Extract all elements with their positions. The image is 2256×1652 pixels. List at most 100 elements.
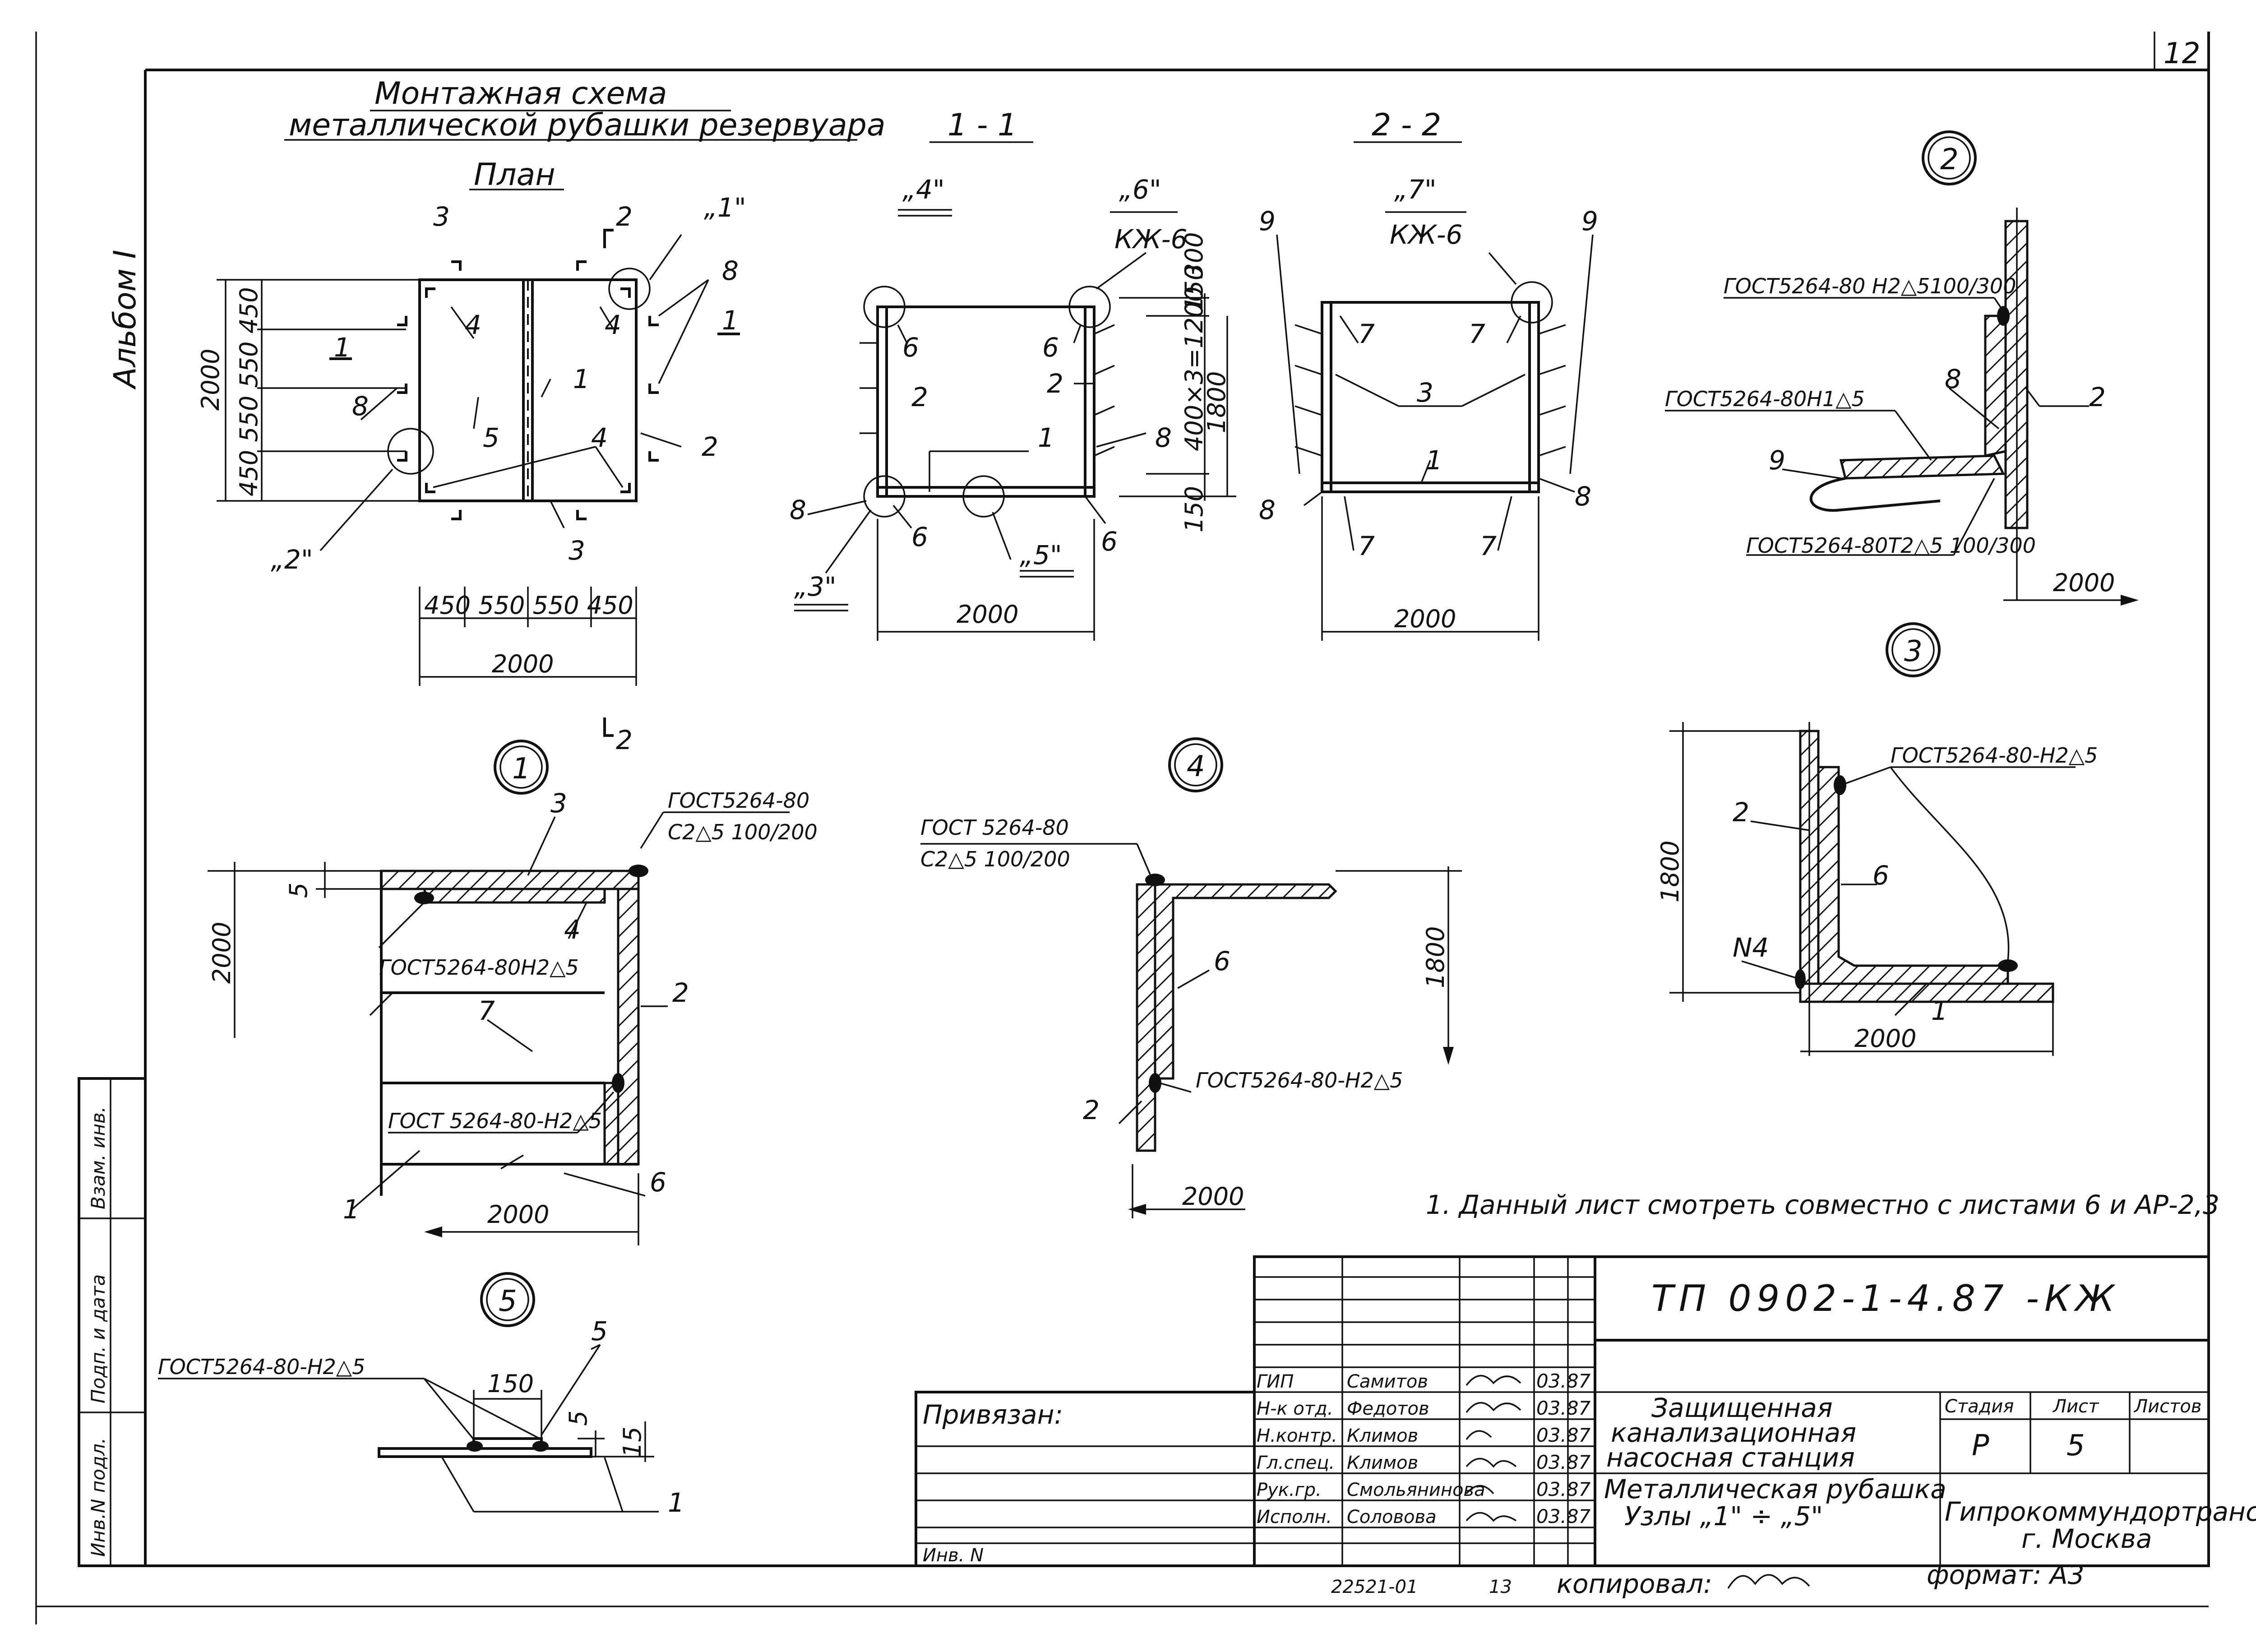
tb-name-2: Климов — [1347, 1425, 1418, 1446]
sidebar-replace-inv: Взам. инв. — [87, 1106, 109, 1209]
plan-mark-3-bot: 3 — [569, 535, 585, 566]
tb-name-4: Смольянинова — [1347, 1480, 1485, 1500]
s22-dim-2000: 2000 — [1394, 605, 1456, 633]
plan-title-line2: металлической рубашки резервуара — [289, 107, 886, 143]
node-4-dim-1800: 1800 — [1421, 926, 1450, 988]
tb-project-3: насосная станция — [1606, 1442, 1855, 1473]
s11-mark-6-c: 6 — [911, 522, 928, 552]
node-2-gost-top: ГОСТ5264-80 Н2△5100/300 — [1724, 274, 2016, 298]
plan-mark-4-c: 4 — [591, 422, 608, 453]
plan-cut-2-top: 2 — [616, 201, 633, 232]
node-5-dim-15: 15 — [618, 1426, 647, 1458]
s11-mark-2-b: 2 — [1047, 368, 1063, 399]
tb-code: ТП 0902-1-4.87 -КЖ — [1651, 1277, 2120, 1319]
node-4-gost-top-1: ГОСТ 5264-80 — [920, 815, 1069, 840]
tb-inv-n: Инв. N — [923, 1545, 984, 1566]
tb-date-5: 03.87 — [1536, 1505, 1591, 1527]
tb-org-1: Гипрокоммундортранс — [1945, 1496, 2256, 1527]
node-1: 1 ГОСТ5264-80 С2△5 100/200 ГОСТ52 — [208, 740, 818, 1245]
node-2-number: 2 — [1940, 143, 1959, 176]
plan-dim-side-horiz: 450 550 550 450 — [424, 591, 633, 620]
node-2-mark-2: 2 — [2089, 382, 2106, 412]
node-2-gost-mid: ГОСТ5264-80Н1△5 — [1665, 387, 1865, 411]
plan-label: План — [474, 157, 555, 193]
plan-cut-1-left: 1 — [334, 332, 351, 363]
tb-date-1: 03.87 — [1536, 1397, 1591, 1419]
plan-mark-4-b: 4 — [605, 310, 621, 340]
node-4-gost-top-2: С2△5 100/200 — [920, 847, 1070, 871]
tb-project-1: Защищенная — [1651, 1393, 1833, 1423]
s11-dim-150-top: 150 — [1180, 265, 1208, 311]
tb-name-5: Соловова — [1347, 1507, 1437, 1527]
s22-mark-7-c: 7 — [1358, 531, 1375, 561]
s11-node-4-ref: „4" — [902, 174, 945, 205]
node-1-mark-3: 3 — [550, 788, 567, 819]
s11-mark-1: 1 — [1038, 422, 1054, 453]
s11-mark-6-d: 6 — [1101, 526, 1118, 557]
tb-role-5: Исполн. — [1257, 1507, 1332, 1527]
node-5-gost: ГОСТ5264-80-Н2△5 — [158, 1355, 365, 1379]
s11-mark-6-b: 6 — [1042, 332, 1059, 363]
plan-node-2-ref: „2" — [271, 544, 313, 575]
node-1-dim-5: 5 — [284, 883, 313, 898]
node-5-dim-5: 5 — [564, 1411, 592, 1426]
node-3: 3 ГОСТ5264-80-Н2△5 2 6 1 N4 1800 2000 — [1656, 622, 2098, 1056]
node-1-gost-top-1: ГОСТ5264-80 — [668, 788, 809, 813]
approval-sidebar: Взам. инв. Подп. и дата Инв.N подл. — [78, 1077, 147, 1567]
plan-mark-8-left: 8 — [352, 391, 369, 421]
s11-mark-6-a: 6 — [902, 332, 919, 363]
sidebar-sign-date: Подп. и дата — [87, 1274, 109, 1403]
s22-mark-3: 3 — [1417, 377, 1433, 408]
node-5-mark-5: 5 — [591, 1316, 608, 1347]
node-2-dim-2000: 2000 — [2053, 569, 2115, 597]
general-note: 1. Данный лист смотреть совместно с лист… — [1426, 1189, 2219, 1220]
s22-mark-8-l: 8 — [1259, 495, 1276, 525]
section-2-2: 2 - 2 2000 — [1259, 107, 1598, 641]
plan-dim-2000-vert: 2000 — [196, 349, 225, 411]
node-1-gost-top-2: С2△5 100/200 — [668, 820, 818, 844]
s11-mark-2-a: 2 — [911, 382, 928, 412]
node-5-dim-150: 150 — [487, 1370, 534, 1398]
section-11-title: 1 - 1 — [948, 107, 1017, 143]
title-block: Привязан: Инв. N ТП 0902-1-4.87 -КЖ ГИП … — [915, 1255, 2256, 1567]
node-1-number: 1 — [512, 752, 531, 786]
s11-kzh6: КЖ-6 — [1114, 224, 1187, 255]
plan-view: Монтажная схема металлической рубашки ре… — [196, 76, 886, 755]
s11-dim-side: 400×3=1200 300 — [1180, 232, 1208, 451]
tb-date-4: 03.87 — [1536, 1478, 1591, 1500]
album-label: Альбом I — [107, 250, 143, 390]
tb-date-3: 03.87 — [1536, 1451, 1591, 1473]
s22-mark-8-r: 8 — [1575, 481, 1591, 512]
tb-role-0: ГИП — [1257, 1371, 1294, 1392]
tb-role-4: Рук.гр. — [1257, 1480, 1322, 1500]
node-1-gost-low: ГОСТ 5264-80-Н2△5 — [388, 1109, 602, 1133]
s22-node-7-ref: „7" — [1394, 174, 1437, 205]
s22-mark-7-b: 7 — [1469, 319, 1485, 349]
plan-mark-3-top: 3 — [433, 201, 450, 232]
s22-mark-1: 1 — [1426, 445, 1442, 476]
s11-mark-8-l: 8 — [790, 495, 806, 525]
tb-stage: Р — [1972, 1429, 1989, 1462]
s11-dim-2000: 2000 — [957, 600, 1018, 629]
bottom-num: 22521-01 — [1331, 1577, 1418, 1597]
s11-node-3-ref: „3" — [794, 571, 837, 602]
node-1-mark-7: 7 — [478, 995, 495, 1026]
node-1-mark-2: 2 — [672, 977, 689, 1008]
s11-node-6-ref: „6" — [1119, 174, 1161, 205]
tb-signatures — [1465, 1375, 1521, 1522]
bottom-copied: копировал: — [1557, 1569, 1712, 1599]
node-3-dim-1800: 1800 — [1656, 841, 1684, 902]
s22-mark-7-d: 7 — [1480, 531, 1497, 561]
node-4-mark-6: 6 — [1214, 946, 1230, 976]
section-22-title: 2 - 2 — [1372, 107, 1441, 143]
tb-privyazan: Привязан: — [923, 1399, 1063, 1430]
plan-dim-2000-horiz: 2000 — [492, 650, 554, 678]
node-4-dim-2000: 2000 — [1182, 1182, 1244, 1211]
tb-stage-h: Стадия — [1945, 1396, 2014, 1417]
s11-dim-1800: 1800 — [1202, 371, 1231, 433]
node-2: 2 ГОСТ5264-80 Н2△5100/300 ГОСТ5264-80Н1△… — [1665, 130, 2139, 606]
plan-mark-2: 2 — [702, 431, 718, 462]
s22-mark-9-l: 9 — [1259, 206, 1276, 236]
node-1-mark-4: 4 — [564, 914, 581, 945]
tb-list: 5 — [2066, 1429, 2085, 1462]
